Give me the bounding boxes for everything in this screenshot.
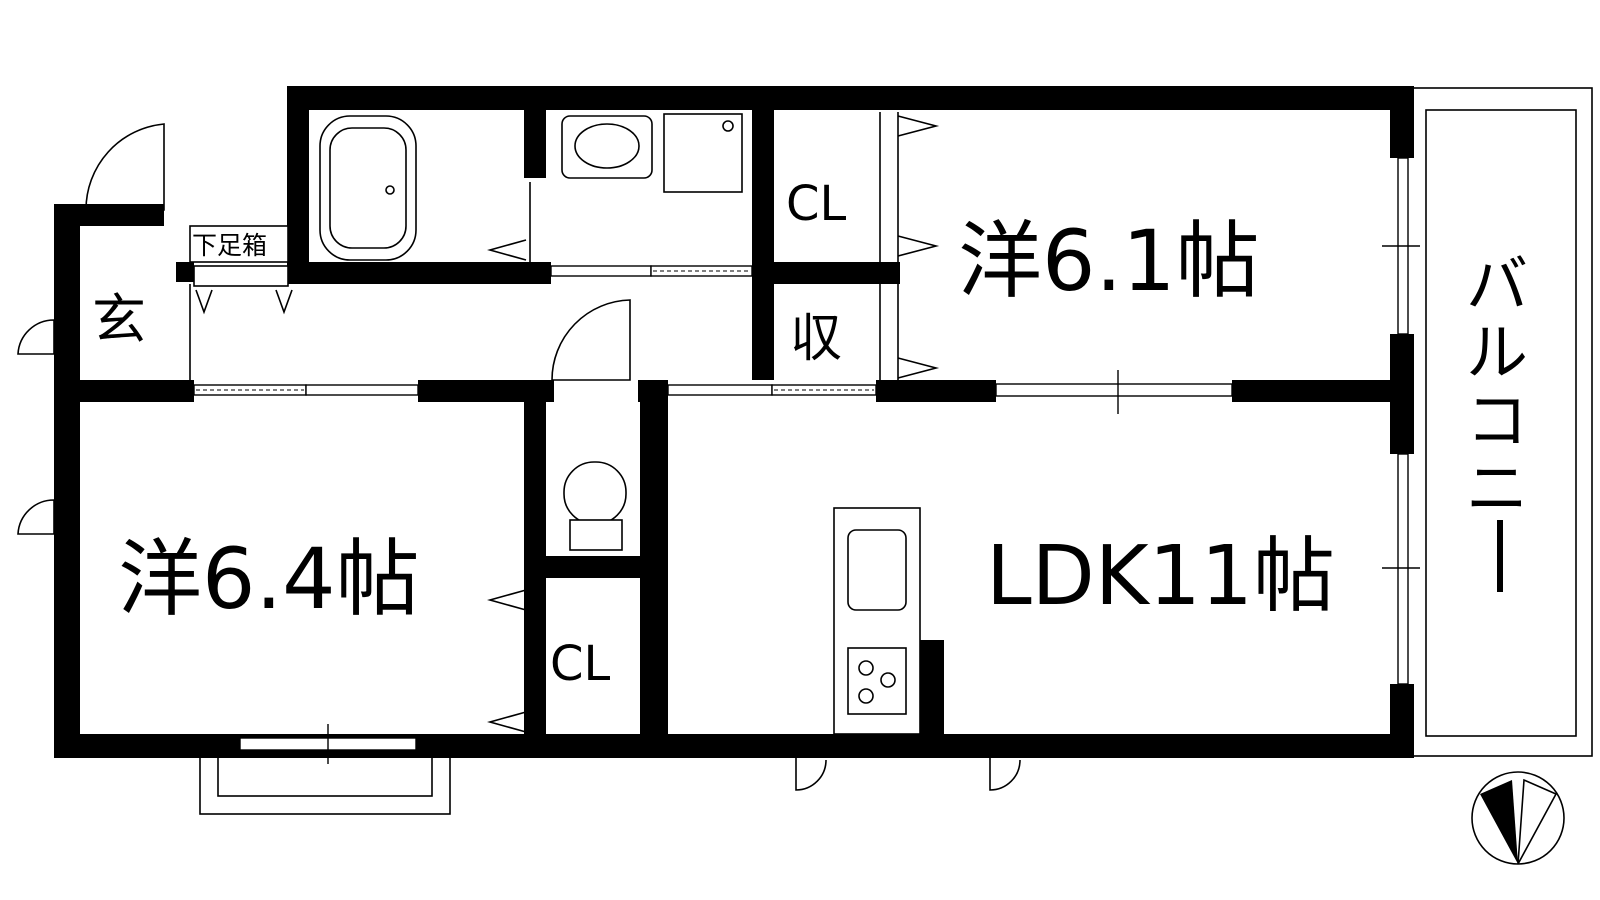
- room-label-closet-upper: CL: [786, 176, 847, 232]
- room-label-western-upper: 洋6.1帖: [958, 212, 1260, 310]
- room-label-storage: 収: [790, 309, 842, 369]
- bathtub: [319, 115, 417, 261]
- shoe-box: [189, 225, 289, 287]
- interior-walls: [54, 110, 1414, 736]
- svg-text:コ: コ: [1466, 384, 1528, 457]
- room-label-closet-lower: CL: [550, 636, 611, 692]
- svg-text:ル: ル: [1466, 316, 1528, 389]
- windows: [193, 157, 1420, 764]
- doors: [17, 112, 1021, 791]
- room-label-entrance: 玄: [92, 288, 146, 351]
- north-arrow-icon: [1471, 771, 1565, 865]
- room-label-western-lower: 洋6.4帖: [118, 530, 420, 628]
- room-label-ldk: LDK11帖: [986, 529, 1335, 624]
- shoe-box-label: 下足箱: [192, 231, 267, 260]
- balcony-label: バ ル コ ニ: [1466, 248, 1528, 592]
- washbasin: [561, 113, 743, 193]
- toilet: [563, 461, 627, 551]
- svg-text:バ: バ: [1466, 248, 1528, 321]
- kitchen-counter: [833, 507, 921, 735]
- svg-text:ニ: ニ: [1466, 452, 1528, 525]
